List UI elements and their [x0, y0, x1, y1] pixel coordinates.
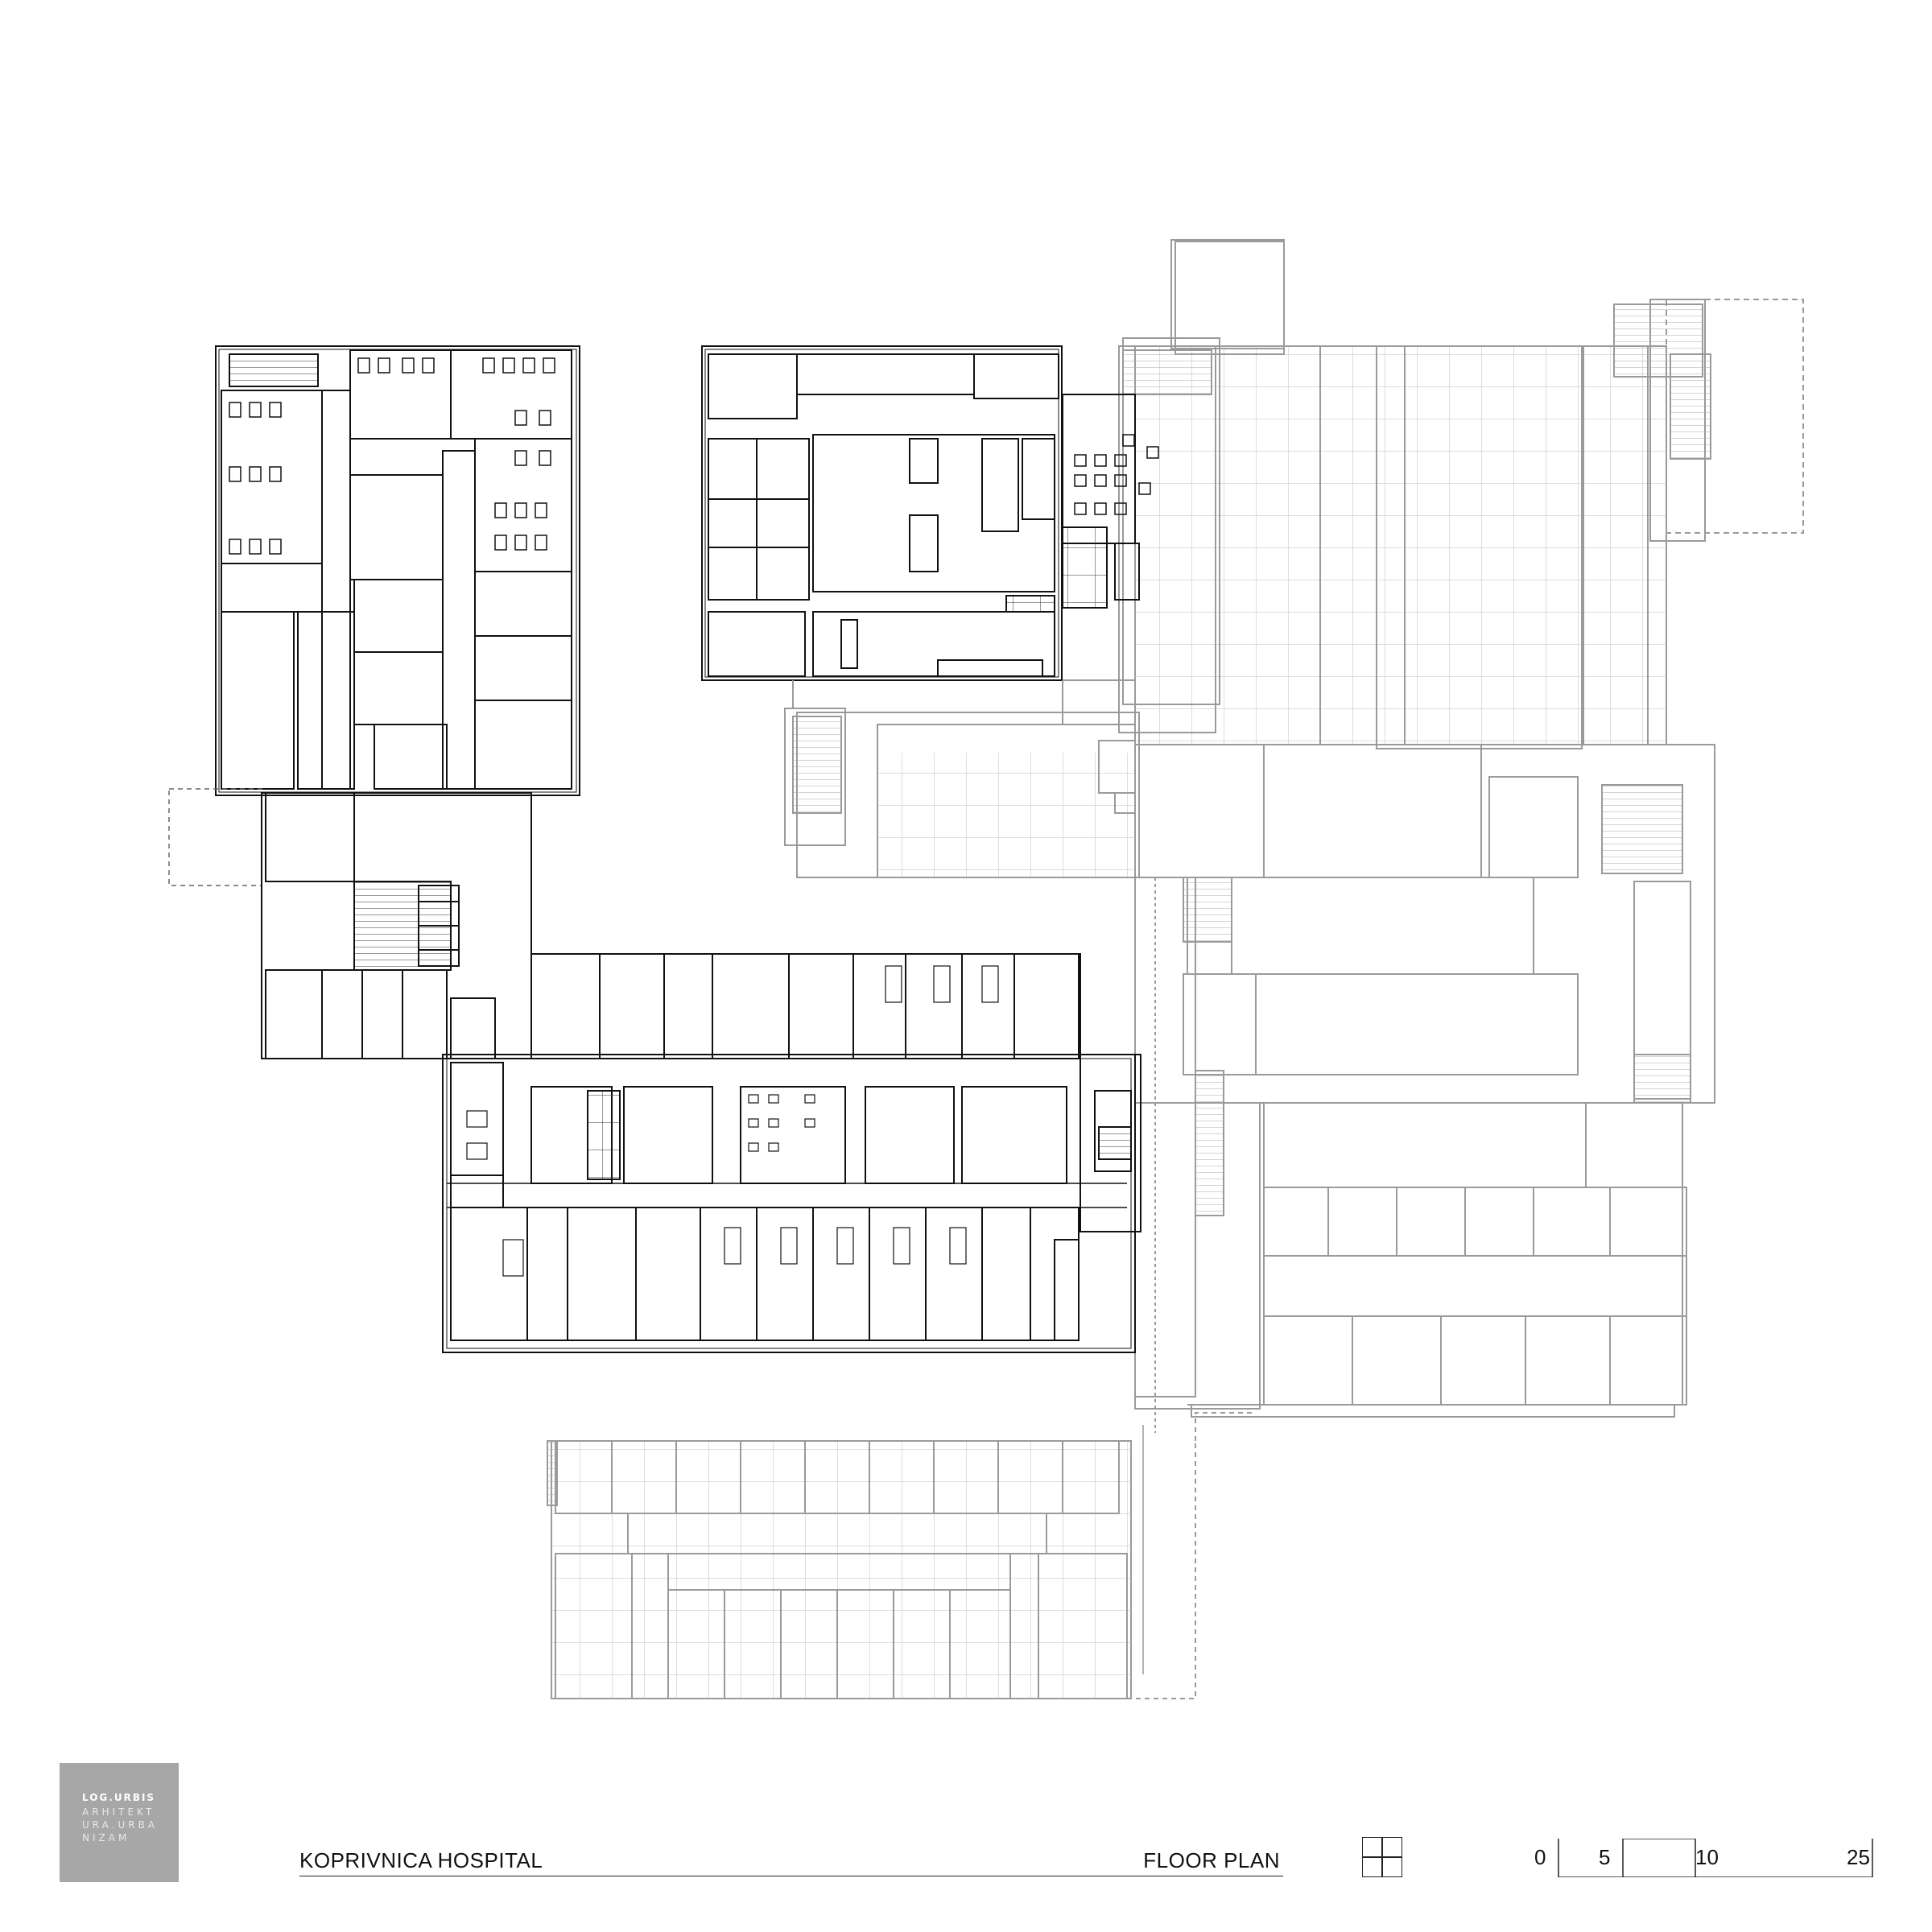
scale-bar: 0 5 10 25 — [1534, 1838, 1880, 1878]
drawing-title: FLOOR PLAN — [1143, 1848, 1280, 1872]
logo-text-line-1: LOG.URBIS — [82, 1792, 156, 1803]
title-block: KOPRIVNICA HOSPITAL FLOOR PLAN — [299, 1843, 1283, 1876]
logo-text-line-4: NIZAM — [82, 1832, 130, 1843]
scale-label-5: 5 — [1599, 1845, 1611, 1869]
scale-label-25: 25 — [1847, 1845, 1870, 1869]
scale-label-10: 10 — [1695, 1845, 1719, 1869]
highlight-buildings — [168, 345, 1159, 1353]
project-title: KOPRIVNICA HOSPITAL — [299, 1848, 543, 1872]
logo-text-line-2: ARHITEKT — [82, 1806, 155, 1818]
scale-label-0: 0 — [1534, 1845, 1546, 1869]
logo-text-line-3: URA.URBA — [82, 1819, 159, 1831]
northwest-block — [215, 345, 580, 796]
north-arrow-icon — [1362, 1837, 1402, 1877]
lab-block-main — [442, 1054, 1136, 1353]
east-wing-lower — [1259, 1102, 1683, 1406]
firm-logo: LOG.URBIS ARHITEKT URA.URBA NIZAM — [60, 1763, 179, 1882]
context-buildings — [547, 239, 1804, 1699]
